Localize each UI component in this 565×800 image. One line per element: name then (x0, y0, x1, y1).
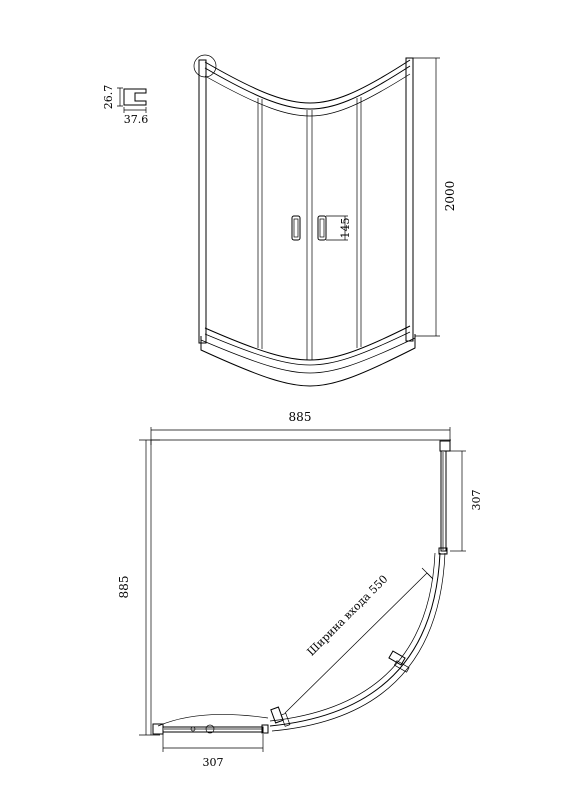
enclosure-frame (198, 57, 414, 366)
depth-label: 885 (117, 576, 131, 599)
bottom-panel-dimension: 307 (162, 734, 264, 769)
curved-doors (157, 552, 446, 732)
depth-dimension: 885 (117, 439, 160, 736)
right-panel-label: 307 (470, 490, 483, 511)
door-panels (257, 97, 362, 360)
handle-height-label: 145 (339, 218, 352, 239)
plan-view: 885 885 307 (117, 410, 483, 769)
elevation-view: 26.7 37.6 (102, 54, 457, 387)
door-hinge-upper (388, 650, 410, 673)
door-hinge-lower (270, 706, 291, 727)
plan-walls (150, 439, 451, 735)
width-label: 885 (289, 410, 312, 424)
right-panel-dimension: 307 (450, 450, 483, 552)
profile-height-label: 26.7 (102, 85, 115, 110)
shower-tray (200, 334, 416, 387)
width-dimension: 885 (150, 410, 451, 445)
height-label: 2000 (443, 181, 457, 212)
bottom-fixed-panel (152, 723, 269, 735)
door-handle-left (291, 215, 301, 241)
door-handle-right (317, 215, 327, 241)
detail-callout-circle (193, 54, 217, 78)
bottom-panel-label: 307 (203, 756, 224, 769)
entrance-width-label: Ширина входа 550 (305, 573, 391, 659)
right-fixed-panel (438, 440, 451, 555)
handle-height-dimension: 145 (326, 215, 352, 241)
entrance-dimension: Ширина входа 550 (284, 567, 434, 714)
height-dimension: 2000 (413, 57, 457, 337)
profile-width-label: 37.6 (124, 113, 149, 126)
profile-section-detail: 26.7 37.6 (102, 85, 148, 126)
